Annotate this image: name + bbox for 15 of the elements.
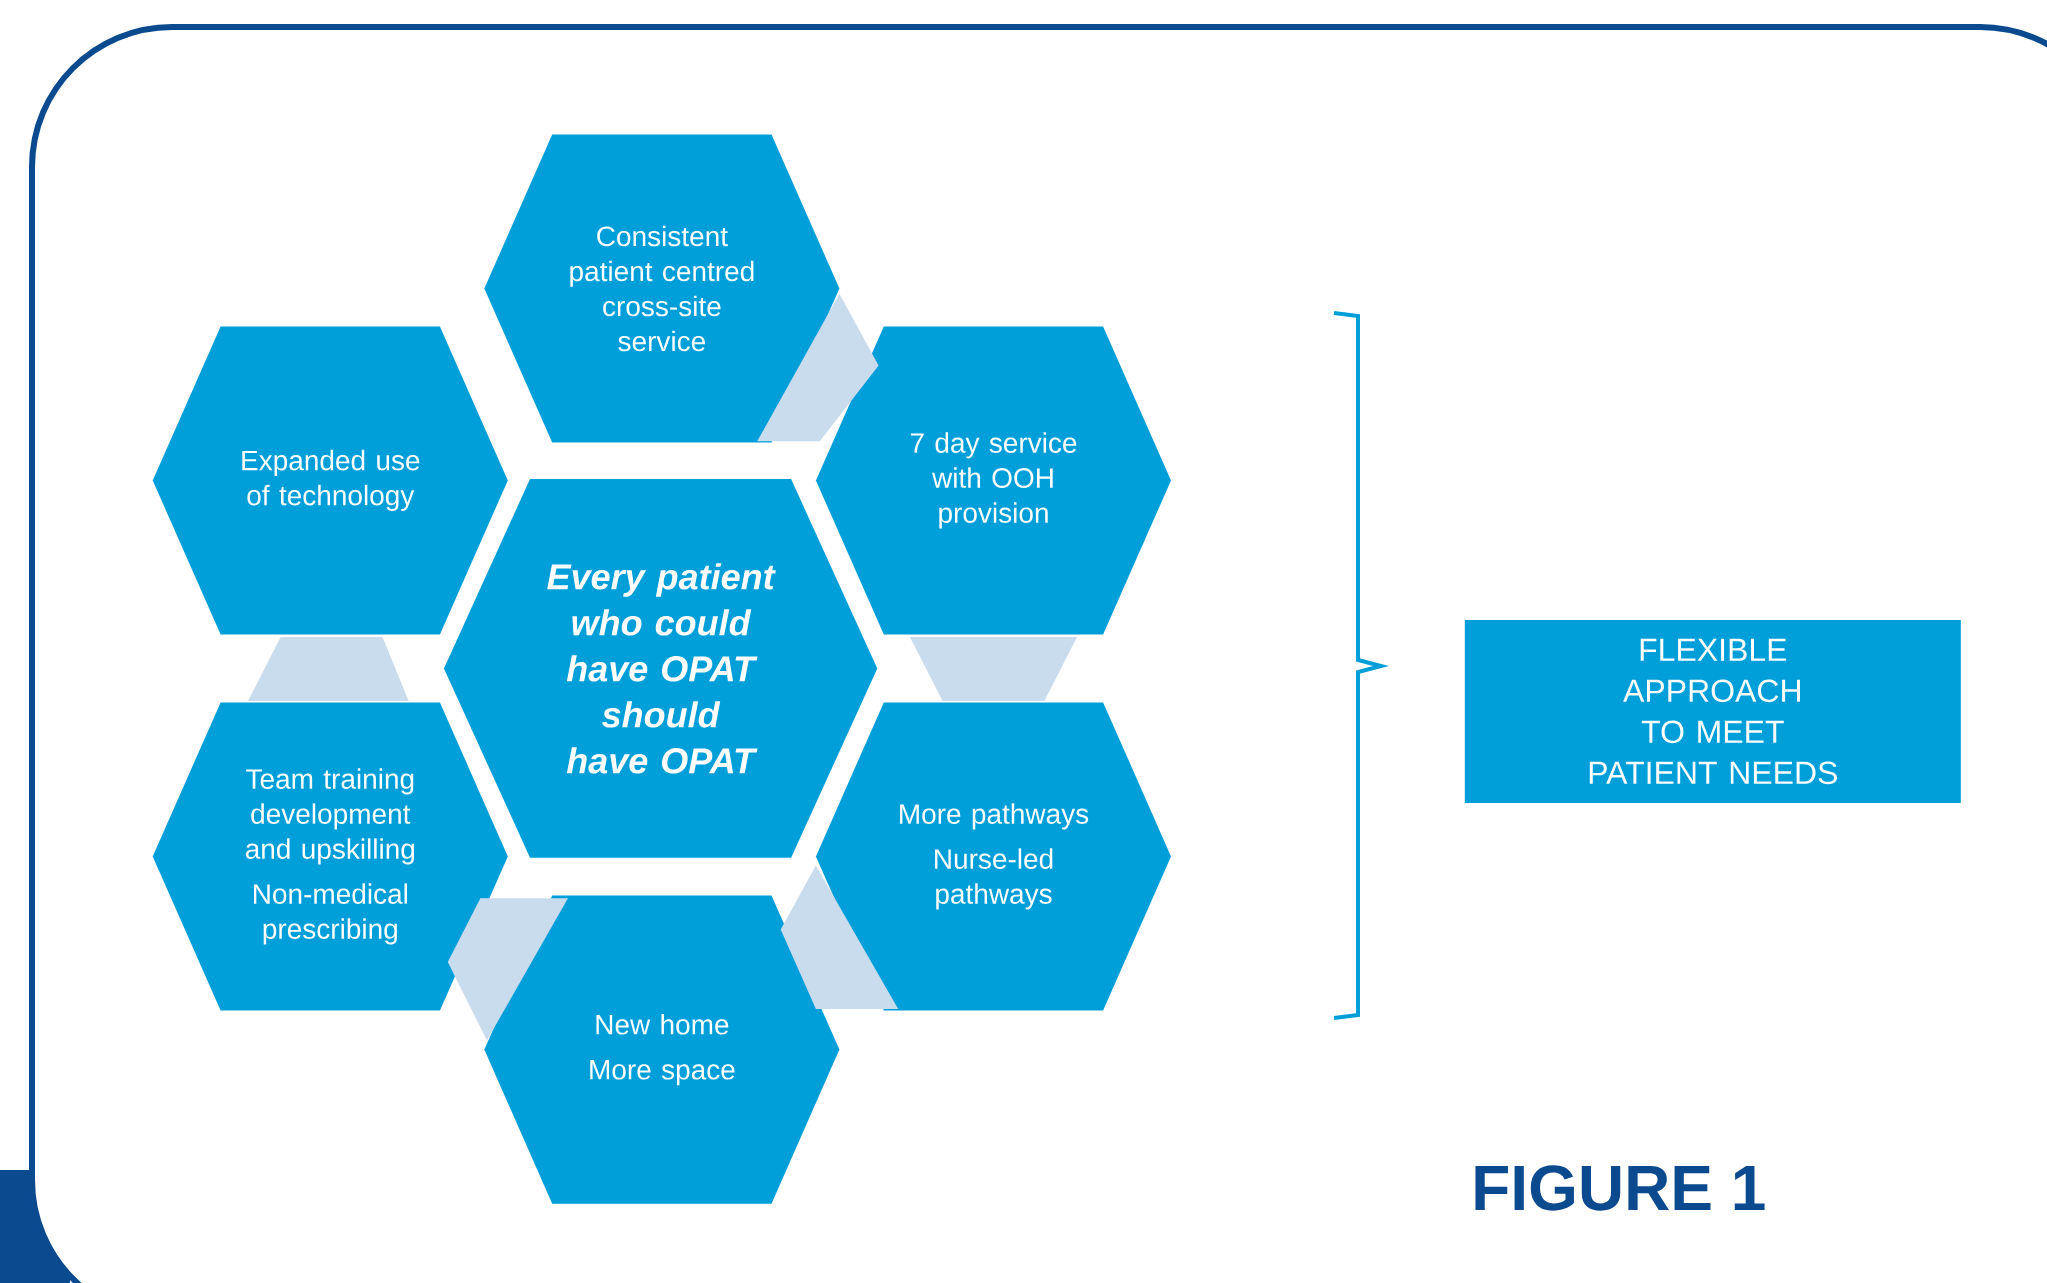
hexagon: Expanded use of technology [152, 326, 508, 635]
hexagon: Team training development and upskilling Non-medical prescribing [152, 702, 508, 1011]
node-label: Every patient who could have OPAT should have OPAT [547, 563, 776, 774]
text-box: FLEXIBLE APPROACH TO MEET PATIENT NEEDS [1464, 620, 1961, 803]
link-shape [757, 293, 879, 442]
link-shape [909, 637, 1077, 701]
link-shape [248, 637, 409, 701]
hexagon: More pathways Nurse-led pathways [815, 702, 1171, 1011]
link-shape [447, 898, 568, 1041]
hexagon: New home More space [484, 895, 840, 1204]
figure-caption: FIGURE 1 [1475, 1165, 1765, 1211]
hexagon: 7 day service with OOH provision [815, 326, 1171, 635]
link-shape [780, 865, 899, 1010]
hexagon: Every patient who could have OPAT should have OPAT [443, 479, 878, 858]
hexagon: Consistent patient centred cross-site service [484, 134, 840, 443]
